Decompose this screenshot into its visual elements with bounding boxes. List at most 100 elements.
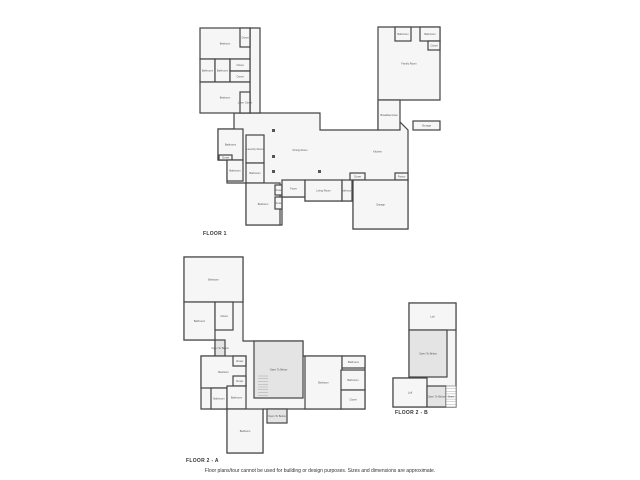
room-bathroom[interactable]: Bathroom <box>341 355 366 369</box>
room-closet[interactable]: Closet <box>239 27 251 48</box>
room-bedroom[interactable]: Bedroom <box>183 256 244 303</box>
room-garage[interactable]: Garage <box>352 179 409 230</box>
room-bathroom[interactable]: Bathroom <box>226 159 244 182</box>
room-label: Bathroom <box>341 189 352 193</box>
room-open-to-below[interactable]: Open To Below <box>408 329 448 378</box>
room-open-to-below[interactable]: Open To Below <box>266 408 288 424</box>
room-label: Bathroom <box>194 319 205 323</box>
room-label: Bedroom <box>240 429 251 433</box>
room-closet[interactable]: Closet <box>214 301 234 331</box>
room-label: Bathroom <box>231 396 242 400</box>
room-bedroom[interactable]: Bedroom <box>226 408 264 454</box>
room-label: Dining Room <box>293 148 308 152</box>
room-label: Loft <box>430 315 435 319</box>
room-bathroom[interactable]: Bathroom <box>214 58 231 83</box>
room-closet[interactable]: Closet <box>218 154 233 161</box>
room-label: Family Room <box>401 62 416 66</box>
room-closet[interactable]: Closet <box>274 196 283 210</box>
room-closet[interactable]: Closet <box>229 70 251 83</box>
room-closet[interactable]: Closet <box>274 184 283 196</box>
room-loft[interactable]: Loft <box>408 302 457 331</box>
room-label: Stairs <box>448 395 455 399</box>
room-living-room[interactable]: Living Room <box>304 179 343 202</box>
room-shape <box>239 27 251 48</box>
room-shape <box>392 377 428 408</box>
room-breakfast-area[interactable]: Breakfast Area <box>377 99 401 131</box>
room-bathroom[interactable]: Bathroom <box>341 179 353 202</box>
room-kitchen[interactable]: Kitchen <box>347 130 408 173</box>
room-shape <box>226 159 244 182</box>
room-bathroom[interactable]: Bathroom <box>183 301 216 341</box>
room-closet[interactable]: Closet <box>232 375 247 387</box>
room-open-to-below[interactable]: Open To Below <box>253 340 304 399</box>
room-label: Bathroom <box>249 171 260 175</box>
room-label: Open To Below <box>419 352 437 356</box>
room-closet[interactable]: Closet <box>349 172 366 181</box>
room-label: Open To Below <box>268 414 286 418</box>
room-shape <box>377 99 401 131</box>
room-bathroom[interactable]: Bathroom <box>226 385 247 410</box>
room-open-to-below[interactable]: Open To Below <box>426 385 447 408</box>
room-shape <box>253 340 304 399</box>
room-label: Breakfast Area <box>380 113 398 117</box>
room-pantry[interactable]: Pantry <box>394 172 409 181</box>
room-bathroom[interactable]: Bathroom <box>394 26 412 42</box>
room-stairs[interactable]: Stairs <box>445 385 457 408</box>
room-closet[interactable]: Closet <box>229 58 251 72</box>
room-label: Closet <box>241 36 249 40</box>
room-shape <box>183 256 244 303</box>
room-label: Closet <box>275 201 283 205</box>
room-label: Bathroom <box>229 169 240 173</box>
room-label: Bedroom <box>220 96 231 100</box>
room-bedroom[interactable]: Bedroom <box>304 355 343 410</box>
room-shape <box>304 355 343 410</box>
room-label: Bedroom <box>220 42 231 46</box>
room-label: Bathroom <box>202 69 213 73</box>
room-label: Closet <box>349 398 357 402</box>
floor-outline <box>249 27 261 114</box>
floor-label: FLOOR 1 <box>203 231 227 237</box>
room-shape <box>232 355 247 367</box>
room-label: Closet <box>236 63 244 67</box>
room-bathroom[interactable]: Bathroom <box>245 162 265 184</box>
room-loft[interactable]: Loft <box>392 377 428 408</box>
room-label: Bedroom <box>218 370 229 374</box>
room-laundry-room[interactable]: Laundry Room <box>245 134 265 164</box>
column-marker <box>318 170 321 173</box>
room-label: Bedroom <box>258 202 269 206</box>
room-family-room[interactable]: Family Room <box>378 27 440 100</box>
room-label: Living Room <box>316 189 330 193</box>
room-closet[interactable]: Closet <box>427 40 441 51</box>
room-label: Open To Below <box>270 368 288 372</box>
room-shape <box>340 389 366 410</box>
room-bathroom[interactable]: Bathroom <box>199 58 216 83</box>
room-label: Storage <box>422 124 432 128</box>
column-marker <box>272 129 275 132</box>
room-label: Bedroom <box>318 381 329 385</box>
room-linen-closet[interactable]: Linen Closet <box>238 91 253 114</box>
room-bathroom[interactable]: Bathroom <box>419 26 441 42</box>
room-dining-room[interactable]: Dining Room <box>270 125 330 175</box>
room-label: Foyer <box>290 187 297 191</box>
room-bathroom[interactable]: Bathroom <box>210 387 228 410</box>
room-label: Loft <box>408 391 413 395</box>
room-shape <box>352 179 409 230</box>
room-closet[interactable]: Closet <box>232 355 247 367</box>
room-storage[interactable]: Storage <box>412 120 441 131</box>
floor-label: FLOOR 2 - A <box>186 458 219 464</box>
room-shape <box>226 408 264 454</box>
floor-label: FLOOR 2 - B <box>395 410 428 416</box>
room-shape <box>412 120 441 131</box>
room-bathroom[interactable]: Bathroom <box>340 369 366 391</box>
room-closet[interactable]: Closet <box>340 389 366 410</box>
room-label: Closet <box>220 314 228 318</box>
room-label: Bedroom <box>208 278 219 282</box>
room-shape <box>427 40 441 51</box>
room-label: Closet <box>222 156 230 160</box>
room-foyer[interactable]: Foyer <box>281 179 306 198</box>
room-label: Garage <box>376 203 385 207</box>
room-shape <box>214 301 234 331</box>
room-label: Kitchen <box>373 150 382 154</box>
